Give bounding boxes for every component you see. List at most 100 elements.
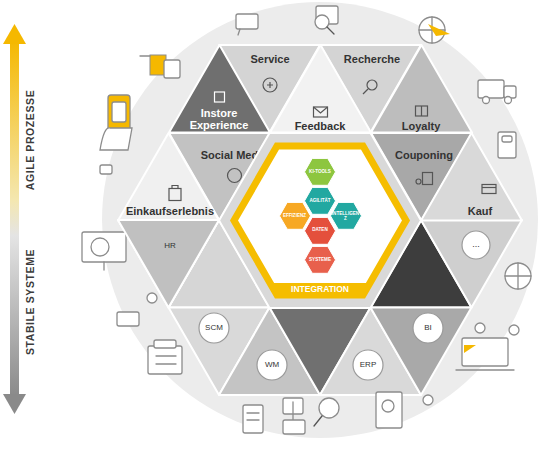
truck-wheel (505, 97, 512, 104)
hex-fill (279, 203, 310, 230)
hex-segment: Feedback (270, 45, 371, 133)
system-circle: WM (256, 349, 288, 381)
node-label: Recherche (344, 53, 400, 65)
search-icon (367, 80, 377, 90)
globe-icon (505, 263, 531, 289)
bag-icon (172, 185, 178, 188)
segment-fill (421, 133, 522, 221)
arrow-shaft (10, 40, 19, 396)
laptop-icon (462, 338, 508, 366)
circle-fill (257, 350, 287, 380)
hex-fill (330, 203, 361, 230)
chat-icon (227, 168, 241, 182)
system-circle: ... (461, 230, 491, 260)
printer-paper (154, 340, 176, 348)
node-label: INTEGRATION (291, 285, 349, 294)
service-icon (267, 82, 273, 88)
topic-hexagon: DATEN (304, 217, 336, 245)
mail-icon (313, 107, 327, 117)
circle-fill (462, 231, 490, 259)
truck-icon (478, 80, 504, 98)
hex-fill (305, 247, 336, 274)
truck-cab (504, 86, 516, 98)
segment-fill (270, 45, 371, 133)
monitor-circle (91, 238, 109, 256)
node-label: Instore Experience (179, 107, 259, 131)
topic-hexagon: AGILITÄT (304, 187, 336, 215)
system-circle: ERP (352, 349, 384, 381)
node-label: KI-TOOLS (305, 169, 335, 174)
topic-hexagon: KI-TOOLS (304, 158, 336, 186)
topic-hexagon: INTELLIGENZ (330, 202, 362, 230)
hex-fill (305, 188, 336, 215)
gear-icon (147, 293, 157, 303)
node-label: DATEN (305, 228, 335, 233)
integration-outline (234, 146, 406, 295)
magnifier-handle (327, 27, 334, 34)
axis-label: STABILE SYSTEME (24, 249, 36, 355)
mail-icon (313, 107, 327, 113)
integration-band (271, 282, 369, 297)
cart-icon (140, 55, 150, 56)
globe-line (517, 263, 518, 289)
magnifier-handle (314, 416, 322, 426)
node-label: BI (424, 324, 432, 333)
coupon-icon (422, 172, 432, 184)
chat-icon-tail (238, 29, 240, 35)
service-icon (263, 78, 277, 92)
hex-segment (371, 308, 472, 396)
upload-arrow (292, 402, 293, 420)
plane-icon (428, 24, 450, 36)
node-label: Feedback (295, 120, 346, 132)
gift-icon (420, 106, 421, 116)
magnifier-icon (319, 398, 339, 418)
node-label: Kauf (468, 205, 492, 217)
bag-icon (169, 188, 181, 200)
topic-hexagon: EFFIZIENZ (279, 202, 311, 230)
integration-hexagon: INTEGRATION KI-TOOLS EFFIZIENZAGILITÄTINTE… (219, 133, 421, 308)
node-label: ERP (360, 361, 376, 370)
hex-segment-shape (118, 220, 219, 308)
hex-segment: Instore Experience (169, 45, 270, 133)
gear-icon (423, 395, 433, 405)
bag-icon (164, 60, 180, 78)
axis-label: AGILE PROZESSE (24, 90, 36, 191)
document-icon (243, 405, 263, 433)
scan-icon (214, 92, 224, 102)
printer-icon (148, 346, 182, 374)
gift-icon (415, 106, 427, 116)
hex-segment: HR (118, 220, 219, 308)
search-icon (363, 89, 368, 94)
hex-fill (305, 217, 336, 244)
node-label: SCM (205, 324, 223, 333)
node-label: Service (250, 53, 289, 65)
arrow-head-top (3, 24, 26, 44)
topic-hexagon: SYSTEME (304, 246, 336, 274)
segment-fill (118, 133, 219, 221)
terminal-icon (498, 132, 516, 158)
hex-segment: Kauf (421, 133, 522, 221)
hex-segment (421, 220, 522, 308)
document-line (247, 419, 259, 420)
hex-fill (305, 159, 336, 186)
hex-segment-shape (371, 45, 472, 133)
document-line (247, 412, 259, 413)
monitor-icon (82, 232, 126, 262)
video-icon (283, 420, 305, 434)
hex-segment: Einkaufserlebnis (118, 133, 219, 221)
card-icon (482, 186, 496, 187)
node-label: INTELLIGENZ (331, 211, 361, 221)
card-icon (117, 312, 139, 326)
scissors-icon (416, 179, 421, 184)
node-label: HR (164, 242, 176, 251)
printer-line (156, 363, 176, 364)
node-label: Einkaufserlebnis (126, 205, 214, 217)
monitor-stand (103, 262, 104, 270)
chat-icon (236, 14, 258, 29)
gear-icon (475, 323, 485, 333)
arrow-head-bottom (3, 394, 26, 414)
system-circle: BI (412, 312, 444, 344)
laptop-base (456, 369, 514, 370)
card-icon (482, 184, 496, 193)
system-circle: SCM (198, 312, 230, 344)
